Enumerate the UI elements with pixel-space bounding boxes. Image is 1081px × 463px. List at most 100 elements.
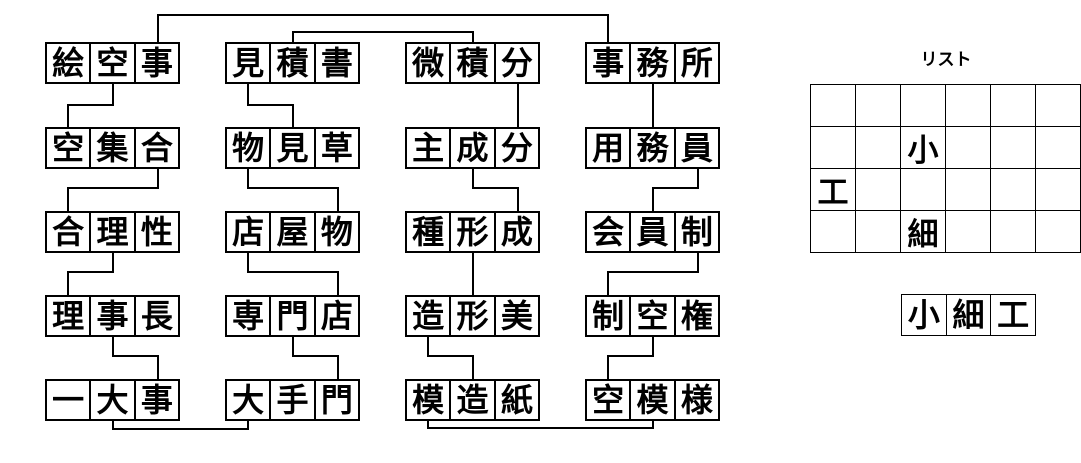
kanji-cell[interactable]: 長 (133, 297, 178, 335)
kanji-cell[interactable]: 事 (133, 381, 178, 419)
answer-kanji-cell[interactable]: 工 (990, 295, 1035, 335)
kanji-cell[interactable]: 合 (52, 214, 85, 250)
kanji-cell[interactable]: 門 (313, 381, 358, 419)
kanji-cell[interactable]: 門 (269, 297, 313, 335)
kanji-cell[interactable]: 微 (412, 45, 445, 81)
kanji-cell[interactable]: 積 (449, 44, 493, 82)
kanji-cell[interactable]: 性 (133, 213, 178, 251)
list-cell[interactable] (856, 127, 901, 169)
kanji-cell[interactable]: 様 (673, 381, 718, 419)
kanji-cell[interactable]: 店 (232, 214, 265, 250)
answer-kanji-cell[interactable]: 小 (907, 297, 940, 333)
list-cell[interactable]: 細 (901, 211, 946, 253)
kanji-cell[interactable]: 紙 (493, 381, 538, 419)
kanji-cell[interactable]: 絵 (52, 45, 85, 81)
list-cell[interactable] (811, 211, 856, 253)
kanji-cell[interactable]: 形 (449, 213, 493, 251)
kanji-cell[interactable]: 模 (629, 381, 673, 419)
kanji-cell[interactable]: 務 (629, 129, 673, 167)
list-cell[interactable] (856, 211, 901, 253)
kanji-cell[interactable]: 形 (449, 297, 493, 335)
kanji-cell[interactable]: 員 (673, 129, 718, 167)
list-cell[interactable] (856, 169, 901, 211)
kanji-cell[interactable]: 大 (89, 381, 133, 419)
list-cell[interactable] (811, 85, 856, 127)
kanji-cell[interactable]: 造 (412, 298, 445, 334)
connector-line (516, 105, 519, 127)
connector-line (66, 105, 69, 127)
kanji-cell[interactable]: 草 (313, 129, 358, 167)
kanji-cell[interactable]: 成 (449, 129, 493, 167)
kanji-cell[interactable]: 物 (313, 213, 358, 251)
kanji-cell[interactable]: 店 (313, 297, 358, 335)
kanji-cell[interactable]: 模 (412, 382, 445, 418)
list-cell[interactable] (1036, 127, 1081, 169)
kanji-cell[interactable]: 美 (493, 297, 538, 335)
kanji-cell[interactable]: 主 (412, 130, 445, 166)
list-cell[interactable] (901, 85, 946, 127)
list-cell[interactable] (946, 85, 991, 127)
kanji-cell[interactable]: 屋 (269, 213, 313, 251)
list-cell[interactable] (991, 127, 1036, 169)
kanji-cell[interactable]: 制 (592, 298, 625, 334)
kanji-cell[interactable]: 集 (89, 129, 133, 167)
kanji-cell[interactable]: 制 (673, 213, 718, 251)
kanji-cell[interactable]: 空 (629, 297, 673, 335)
kanji-cell[interactable]: 分 (493, 129, 538, 167)
kanji-cell[interactable]: 種 (412, 214, 445, 250)
list-cell[interactable] (991, 85, 1036, 127)
kanji-cell[interactable]: 造 (449, 381, 493, 419)
list-cell[interactable] (991, 169, 1036, 211)
kanji-cell[interactable]: 用 (592, 130, 625, 166)
connector-line (156, 14, 609, 16)
kanji-cell[interactable]: 権 (673, 297, 718, 335)
list-cell[interactable] (1036, 85, 1081, 127)
kanji-cell[interactable]: 空 (89, 44, 133, 82)
kanji-cell[interactable]: 一 (52, 382, 85, 418)
kanji-cell[interactable]: 事 (133, 44, 178, 82)
list-cell[interactable]: 小 (901, 127, 946, 169)
list-cell[interactable]: 工 (811, 169, 856, 211)
list-cell[interactable] (901, 169, 946, 211)
kanji-cell[interactable]: 積 (269, 44, 313, 82)
kanji-cell[interactable]: 事 (89, 297, 133, 335)
kanji-cell[interactable]: 務 (629, 44, 673, 82)
kanji-cell[interactable]: 所 (673, 44, 718, 82)
kanji-cell[interactable]: 事 (592, 45, 625, 81)
kanji-cell[interactable]: 専 (232, 298, 265, 334)
word-box-4: 一大事 (45, 379, 180, 421)
kanji-cell[interactable]: 分 (493, 44, 538, 82)
word-box-19: 空模様 (585, 379, 720, 421)
word-box-15: 事務所 (585, 42, 720, 84)
kanji-cell[interactable]: 成 (493, 213, 538, 251)
list-cell[interactable] (946, 127, 991, 169)
list-cell[interactable] (1036, 169, 1081, 211)
kanji-list-grid: 小工細 (810, 84, 1081, 253)
kanji-cell[interactable]: 員 (629, 213, 673, 251)
kanji-cell[interactable]: 理 (89, 213, 133, 251)
list-cell[interactable] (811, 127, 856, 169)
kanji-cell[interactable]: 物 (232, 130, 265, 166)
kanji-cell[interactable]: 合 (133, 129, 178, 167)
kanji-cell[interactable]: 見 (232, 45, 265, 81)
list-cell[interactable] (991, 211, 1036, 253)
kanji-cell[interactable]: 書 (313, 44, 358, 82)
word-box-6: 物見草 (225, 127, 360, 169)
list-cell[interactable] (1036, 211, 1081, 253)
connector-line (426, 337, 429, 356)
kanji-cell[interactable]: 理 (52, 298, 85, 334)
kanji-cell[interactable]: 会 (592, 214, 625, 250)
answer-kanji-cell[interactable]: 細 (945, 295, 991, 335)
kanji-cell[interactable]: 空 (52, 130, 85, 166)
kanji-cell[interactable]: 空 (592, 382, 625, 418)
list-cell[interactable] (946, 211, 991, 253)
connector-line (156, 169, 159, 188)
list-cell[interactable] (856, 85, 901, 127)
kanji-cell[interactable]: 大 (232, 382, 265, 418)
connector-line (66, 187, 159, 189)
kanji-cell[interactable]: 見 (269, 129, 313, 167)
connector-line (426, 427, 654, 429)
connector-line (66, 272, 69, 295)
list-cell[interactable] (946, 169, 991, 211)
kanji-cell[interactable]: 手 (269, 381, 313, 419)
